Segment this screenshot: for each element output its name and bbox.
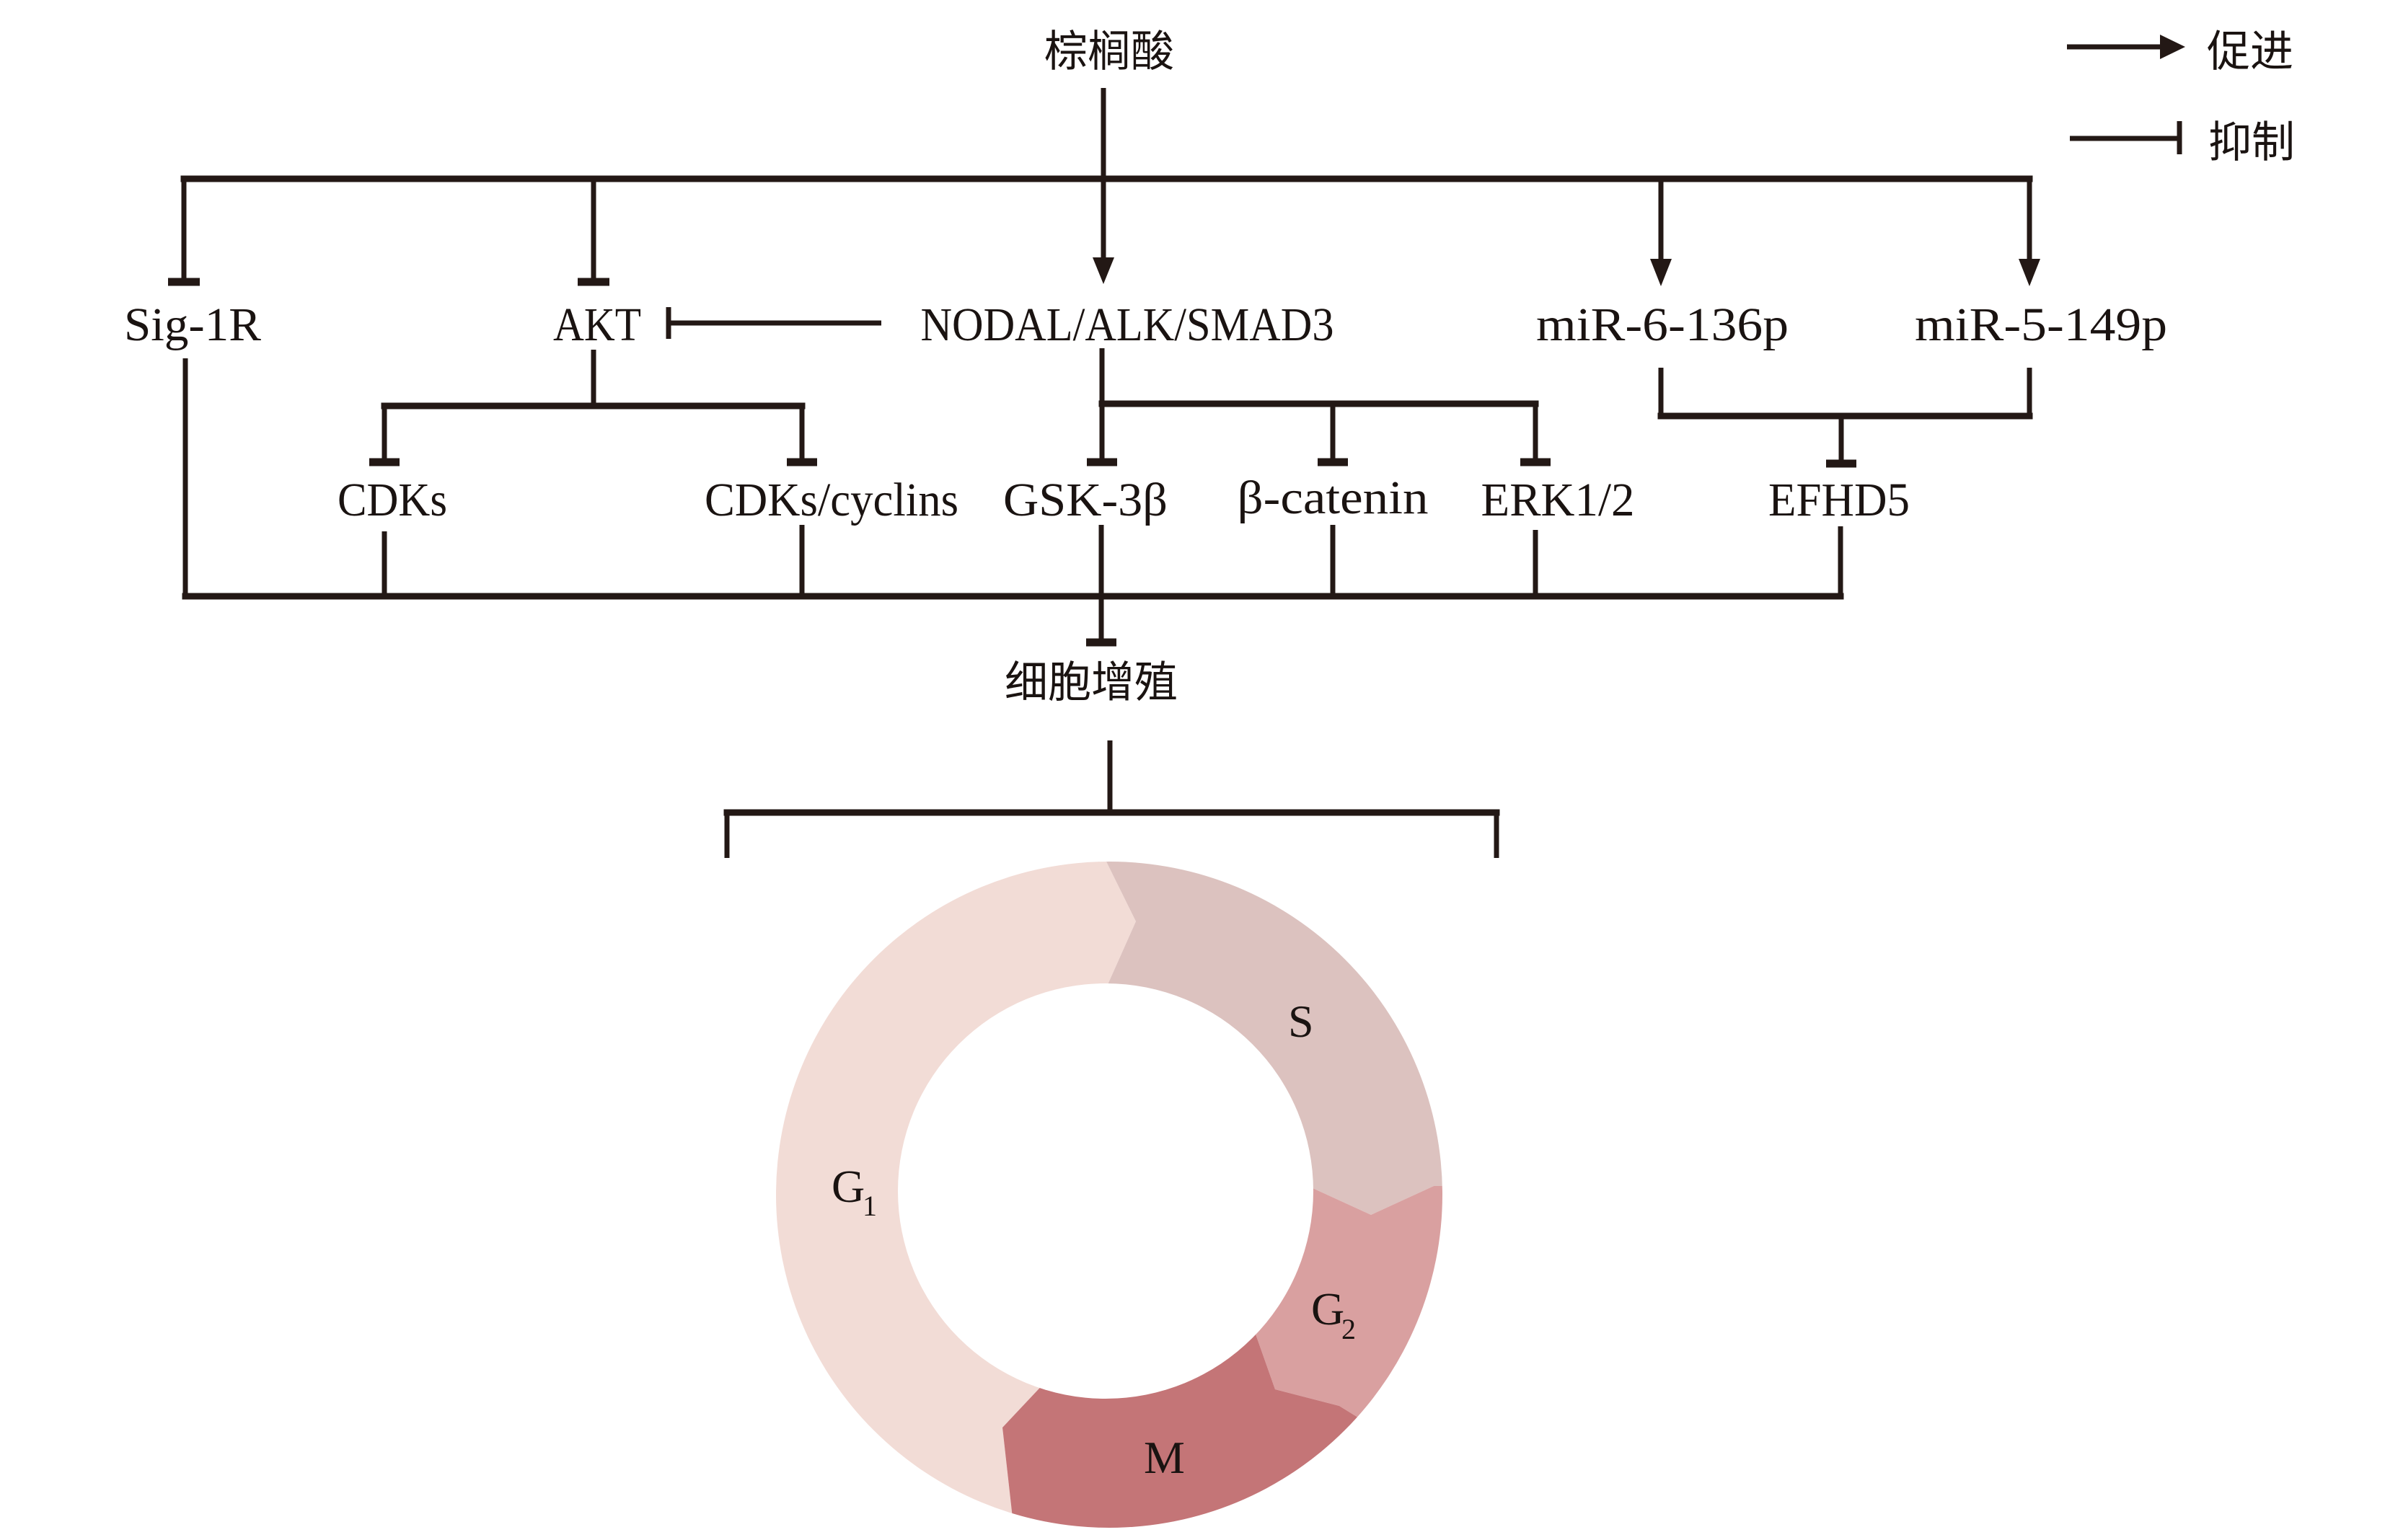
- svg-text:M: M: [1144, 1432, 1185, 1483]
- node-sig1r: Sig-1R: [124, 298, 261, 351]
- cell-cycle-ring: [721, 793, 1515, 1540]
- node-erk: ERK1/2: [1481, 474, 1635, 526]
- svg-text:G: G: [1311, 1283, 1344, 1335]
- phase-m-segment: [1002, 1328, 1515, 1540]
- node-nodal: NODAL/ALK/SMAD3: [921, 298, 1334, 351]
- legend: 促进 抑制: [2067, 27, 2295, 168]
- node-mir6: miR-6-136p: [1536, 298, 1789, 351]
- phase-m-label: M: [1144, 1432, 1185, 1483]
- svg-text:1: 1: [863, 1190, 877, 1222]
- svg-text:S: S: [1288, 996, 1314, 1047]
- phase-s-label: S: [1288, 996, 1314, 1047]
- phase-g1-label: G 1: [832, 1161, 877, 1222]
- phase-g2-label: G 2: [1311, 1283, 1356, 1345]
- legend-arrow-icon: [2160, 35, 2185, 59]
- outcome-cell-proliferation: 细胞增殖: [1005, 658, 1178, 708]
- node-mir5: miR-5-149p: [1915, 298, 2167, 351]
- svg-text:2: 2: [1341, 1313, 1356, 1345]
- node-cdks: CDKs: [338, 474, 447, 526]
- arrow-nodal-icon: [1093, 257, 1114, 284]
- title-palmitic-acid: 棕榈酸: [1044, 27, 1174, 77]
- phase-g2-segment: [1253, 1186, 1515, 1514]
- legend-inhibit-label: 抑制: [2208, 118, 2295, 168]
- arrow-mir6-icon: [1650, 259, 1672, 286]
- legend-promote-label: 促进: [2207, 27, 2293, 77]
- node-cdks-cyclins: CDKs/cyclins: [705, 474, 958, 526]
- node-bcatenin: β-catenin: [1238, 472, 1429, 524]
- node-gsk3b: GSK-3β: [1003, 474, 1168, 526]
- phase-s-segment: [1106, 793, 1515, 1215]
- node-akt: AKT: [553, 298, 641, 351]
- phase-g1-segment: [721, 793, 1136, 1540]
- node-efhd5: EFHD5: [1768, 474, 1910, 526]
- svg-text:G: G: [832, 1161, 865, 1212]
- arrow-mir5-icon: [2019, 259, 2040, 286]
